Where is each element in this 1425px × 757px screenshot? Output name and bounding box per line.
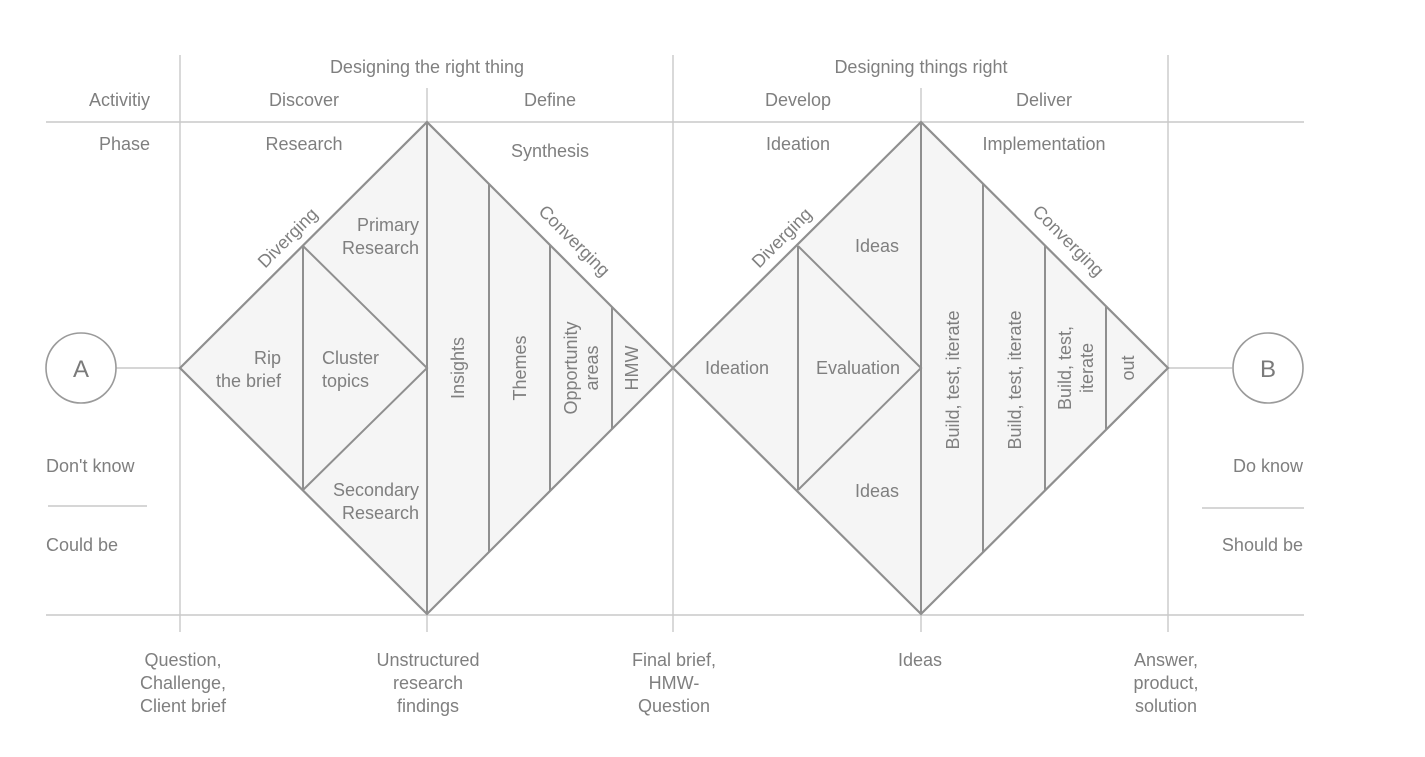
milestone-5-line1: Answer, [1134, 650, 1198, 670]
group-label-right: Designing things right [834, 57, 1007, 77]
phase-implementation: Implementation [982, 134, 1105, 154]
build-test-iterate-3-line1: Build, test, [1055, 326, 1075, 410]
insights-label: Insights [448, 337, 468, 399]
milestone-5-line3: solution [1135, 696, 1197, 716]
cluster-label-line1: Cluster [322, 348, 379, 368]
milestone-3-line1: Final brief, [632, 650, 716, 670]
opportunity-label-line1: Opportunity [561, 321, 581, 414]
phase-ideation: Ideation [766, 134, 830, 154]
primary-research-line1: Primary [357, 215, 419, 235]
rip-label-line1: Rip [254, 348, 281, 368]
could-be-label: Could be [46, 535, 118, 555]
phase-row-label: Phase [99, 134, 150, 154]
milestone-1-line1: Question, [144, 650, 221, 670]
milestone-5-line2: product, [1133, 673, 1198, 693]
milestone-3-line2: HMW- [649, 673, 700, 693]
milestone-2-line2: research [393, 673, 463, 693]
evaluation-label: Evaluation [816, 358, 900, 378]
milestone-3-line3: Question [638, 696, 710, 716]
phase-synthesis: Synthesis [511, 141, 589, 161]
end-label: B [1260, 356, 1276, 383]
activity-define: Define [524, 90, 576, 110]
end-circle [1232, 332, 1304, 404]
milestone-2-line3: findings [397, 696, 459, 716]
primary-research-line2: Research [342, 238, 419, 258]
should-be-label: Should be [1222, 535, 1303, 555]
start-circle [45, 332, 117, 404]
activity-deliver: Deliver [1016, 90, 1072, 110]
build-test-iterate-1: Build, test, iterate [943, 310, 963, 449]
ideas-top-label: Ideas [855, 236, 899, 256]
milestone-4-line1: Ideas [898, 650, 942, 670]
start-label: A [73, 356, 89, 383]
milestone-1-line2: Challenge, [140, 673, 226, 693]
group-label-left: Designing the right thing [330, 57, 524, 77]
themes-label: Themes [510, 335, 530, 400]
do-know-label: Do know [1233, 456, 1304, 476]
activity-row-label: Activitiy [89, 90, 150, 110]
secondary-research-line2: Research [342, 503, 419, 523]
diamond-develop-deliver [671, 120, 1170, 616]
out-label: out [1118, 355, 1138, 380]
build-test-iterate-3-line2: iterate [1077, 343, 1097, 393]
activity-develop: Develop [765, 90, 831, 110]
ideas-bottom-label: Ideas [855, 481, 899, 501]
cluster-label-line2: topics [322, 371, 369, 391]
milestone-1-line3: Client brief [140, 696, 227, 716]
rip-label-line2: the brief [216, 371, 282, 391]
opportunity-label-line2: areas [582, 345, 602, 390]
ideation-label: Ideation [705, 358, 769, 378]
phase-research: Research [265, 134, 342, 154]
dont-know-label: Don't know [46, 456, 135, 476]
hmw-label: HMW [622, 345, 642, 390]
activity-discover: Discover [269, 90, 339, 110]
milestone-2-line1: Unstructured [376, 650, 479, 670]
secondary-research-line1: Secondary [333, 480, 419, 500]
build-test-iterate-2: Build, test, iterate [1005, 310, 1025, 449]
